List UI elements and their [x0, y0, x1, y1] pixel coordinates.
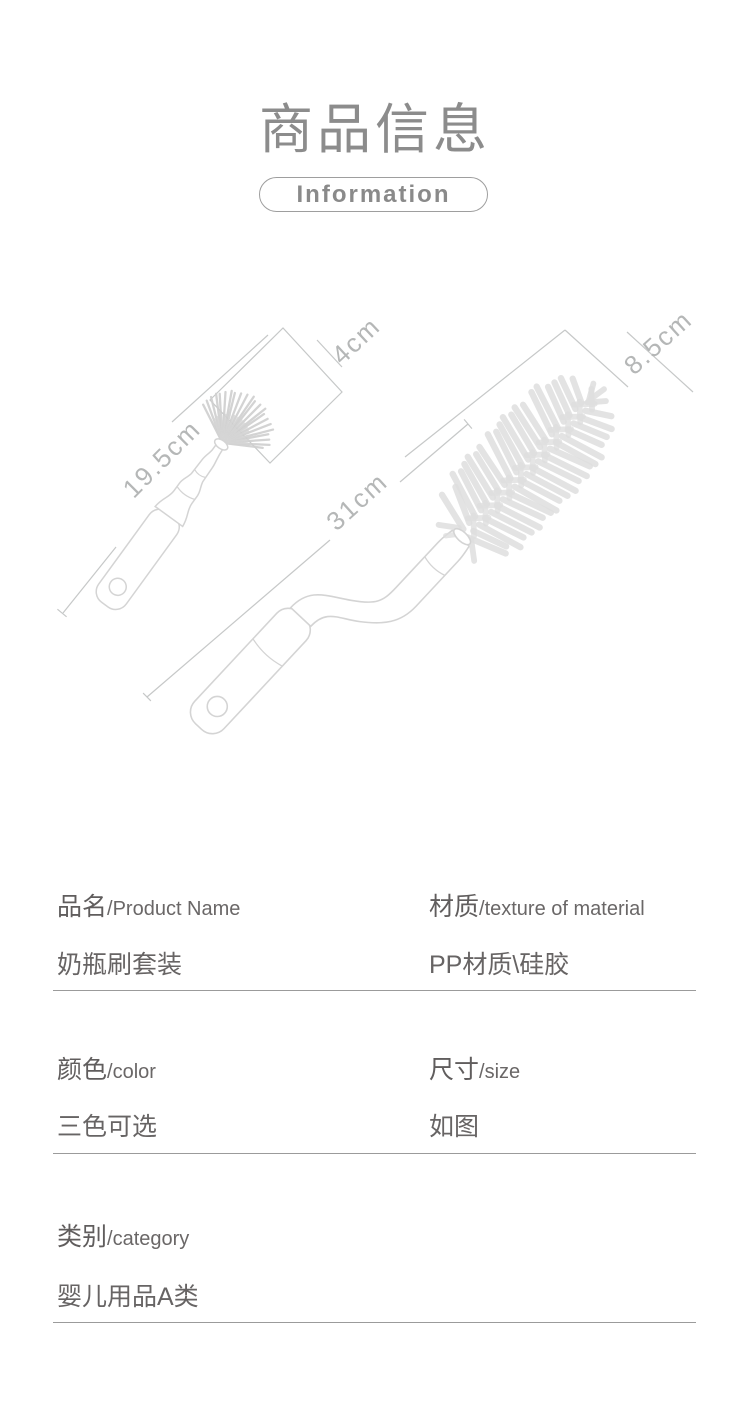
spec-labels-row-1: 品名/Product Name 材质/texture of material	[57, 887, 697, 923]
spec-value-product-name: 奶瓶刷套装	[57, 951, 183, 979]
divider-1	[53, 990, 696, 991]
subtitle-pill: Information	[259, 177, 488, 212]
spec-value-size: 如图	[429, 1113, 480, 1141]
dim-label-small-head: 4cm	[325, 311, 386, 371]
subtitle-text: Information	[296, 180, 451, 208]
spec-labels-row-3: 类别/category	[57, 1217, 697, 1253]
large-brush	[189, 374, 615, 735]
spec-label-size: 尺寸/size	[429, 1056, 521, 1084]
small-brush-bristles	[201, 389, 275, 449]
dim-label-large-length: 31cm	[320, 466, 393, 536]
spec-label-material: 材质/texture of material	[429, 893, 645, 921]
spec-label-product-name: 品名/Product Name	[57, 893, 241, 921]
spec-value-color: 三色可选	[57, 1113, 158, 1141]
large-brush-bristles	[435, 374, 615, 564]
spec-values-row-1: 奶瓶刷套装 PP材质\硅胶	[57, 945, 697, 981]
dimension-diagram: 19.5cm 4cm 31cm 8.5cm	[0, 295, 750, 765]
spec-values-row-3: 婴儿用品A类	[57, 1277, 697, 1313]
dim-label-large-head: 8.5cm	[618, 304, 698, 380]
spec-label-color: 颜色/color	[57, 1056, 156, 1084]
small-brush	[95, 389, 275, 611]
spec-value-category: 婴儿用品A类	[57, 1283, 199, 1311]
spec-values-row-2: 三色可选 如图	[57, 1107, 697, 1143]
spec-labels-row-2: 颜色/color 尺寸/size	[57, 1050, 697, 1086]
brush-line-art: 19.5cm 4cm 31cm 8.5cm	[57, 304, 698, 735]
dimension-lines	[57, 327, 694, 702]
divider-3	[53, 1322, 696, 1323]
divider-2	[53, 1153, 696, 1154]
page-title: 商品信息	[259, 100, 491, 160]
spec-value-material: PP材质\硅胶	[429, 951, 570, 979]
spec-label-category: 类别/category	[57, 1223, 190, 1251]
